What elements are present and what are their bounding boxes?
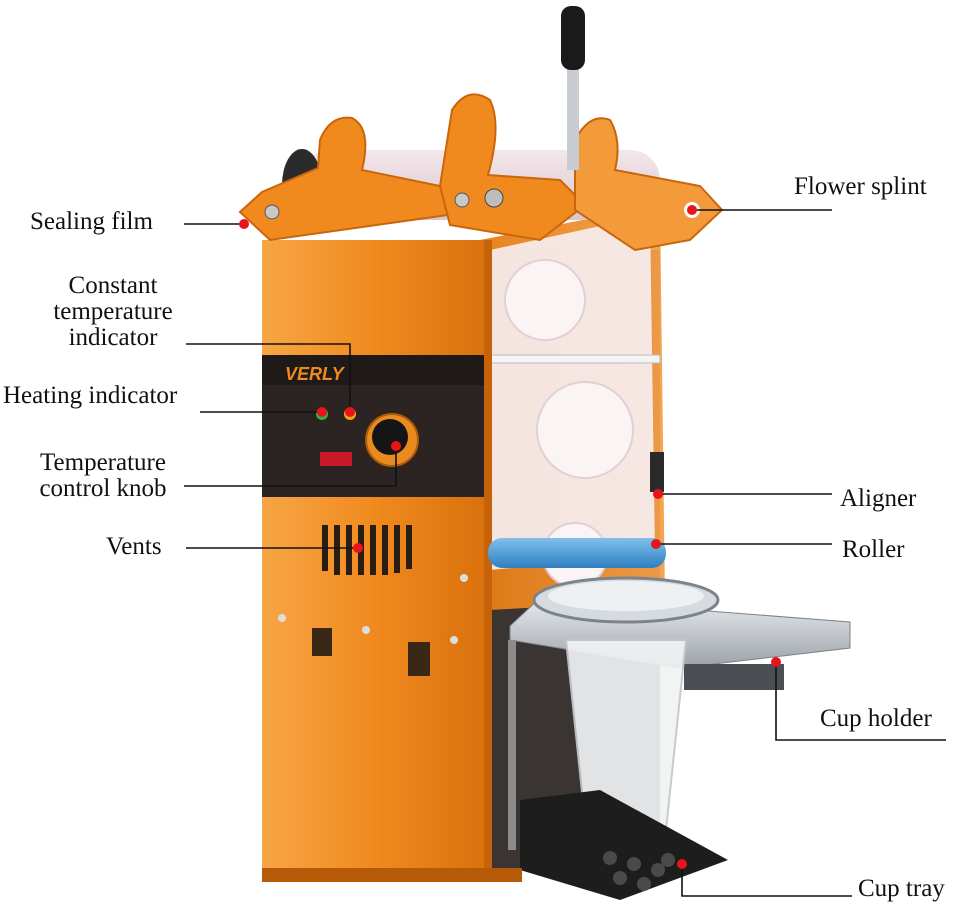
film-guide-bar — [487, 354, 661, 364]
film-logo-2 — [536, 381, 634, 479]
leader-constant-temp — [186, 343, 351, 412]
label-roller: Roller — [842, 536, 905, 563]
label-temp-knob-line-2: control knob — [39, 475, 167, 502]
cup-lid — [548, 581, 704, 611]
marker-roller — [651, 539, 661, 549]
marker-aligner — [653, 489, 663, 499]
label-cup-holder: Cup holder — [820, 705, 932, 732]
label-temperature-control-knob: Temperature control knob — [20, 450, 186, 502]
marker-heating-indicator — [317, 407, 327, 417]
label-constant-temp-line-1: Constant — [68, 272, 158, 299]
aligner-clip — [650, 452, 664, 492]
splint-bolt — [264, 204, 280, 220]
handle-grip — [561, 6, 585, 70]
left-splint — [238, 116, 457, 242]
marker-constant-temp — [345, 407, 355, 417]
marker-vents — [353, 543, 363, 553]
front-cutout-1 — [312, 628, 332, 656]
splint-bolt — [454, 192, 470, 208]
label-flower-splint: Flower splint — [794, 173, 927, 200]
label-heating-indicator: Heating indicator — [3, 382, 178, 409]
label-vents: Vents — [106, 533, 162, 560]
machine-illustration: VERLY — [238, 6, 851, 900]
marker-flower-splint — [687, 205, 697, 215]
leader-lines — [184, 209, 946, 897]
machine-base — [262, 868, 522, 882]
screw — [362, 626, 370, 634]
label-constant-temp-line-3: indicator — [68, 324, 158, 351]
label-sealing-film: Sealing film — [30, 208, 153, 235]
screw — [460, 574, 468, 582]
marker-cup-tray — [677, 859, 687, 869]
screw — [278, 614, 286, 622]
roller — [488, 538, 666, 568]
brand-mark: VERLY — [285, 364, 346, 384]
label-aligner: Aligner — [840, 485, 917, 512]
center-splint — [438, 93, 587, 242]
control-panel-top-band — [262, 355, 484, 385]
callout-markers — [239, 205, 781, 869]
lift-rod — [508, 640, 516, 850]
screw — [450, 636, 458, 644]
marker-cup-holder — [771, 657, 781, 667]
cup-tray-holes — [603, 851, 675, 891]
right-splint — [574, 117, 724, 252]
label-cup-tray: Cup tray — [858, 875, 945, 902]
temperature-knob-cap — [372, 419, 408, 455]
leader-temperature-knob — [184, 446, 397, 487]
label-constant-temperature-indicator: Constant temperature indicator — [38, 273, 188, 351]
label-constant-temp-line-2: temperature — [53, 298, 173, 325]
label-temp-knob-line-1: Temperature — [40, 449, 166, 476]
cup-tray — [520, 790, 728, 900]
handle-rod — [567, 60, 579, 170]
digital-display — [320, 452, 352, 466]
film-logo-1 — [504, 259, 586, 341]
marker-temperature-knob — [391, 441, 401, 451]
splint-bolt — [484, 188, 504, 208]
leader-cup-tray — [681, 864, 852, 897]
front-cutout-2 — [408, 642, 430, 676]
cup-holder-front — [684, 664, 784, 690]
front-panel-edge — [484, 240, 492, 880]
leader-cup-holder — [775, 662, 946, 741]
marker-sealing-film — [239, 219, 249, 229]
